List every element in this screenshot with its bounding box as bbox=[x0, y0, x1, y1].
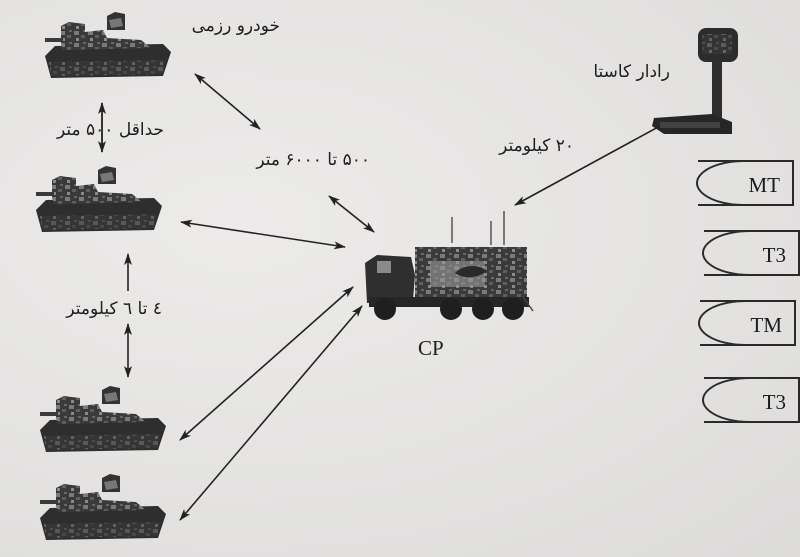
radar-cp-distance-label: ۲۰ کیلومتر bbox=[499, 136, 574, 156]
combat-vehicle-3-icon bbox=[40, 386, 166, 452]
command-post-truck-icon bbox=[365, 211, 534, 320]
arrow-cp-vehicle4 bbox=[179, 305, 363, 521]
arrow-range-label-cp bbox=[328, 195, 375, 233]
ammo-type-label: T3 bbox=[762, 390, 786, 414]
arrow-vehicle1-range-label bbox=[194, 73, 261, 130]
min-spacing-label: حداقل ۵۰۰ متر bbox=[57, 120, 164, 140]
vehicle-spacing-km-label: ٤ تا ٦ کیلومتر bbox=[66, 299, 162, 319]
combat-vehicle-4-icon bbox=[40, 474, 166, 540]
ammo-type-t3: T3 bbox=[702, 230, 800, 276]
ammo-type-label: T3 bbox=[762, 243, 786, 267]
vehicle-cp-range-label: ۵۰۰ تا ۶۰۰۰ متر bbox=[256, 150, 370, 170]
arrow-cp-vehicle3 bbox=[179, 286, 354, 441]
ammo-type-label: TM bbox=[750, 313, 783, 337]
kasta-radar-icon bbox=[652, 28, 738, 134]
command-post-label: CP bbox=[418, 336, 444, 360]
combat-vehicle-label: خودرو رزمی bbox=[191, 16, 280, 36]
ammo-type-mt: MT bbox=[696, 160, 794, 206]
arrow-radar-cp bbox=[514, 125, 661, 206]
ammo-type-t3-2: T3 bbox=[702, 377, 800, 423]
combat-vehicle-2-icon bbox=[36, 166, 162, 232]
arrow-vehicle2-cp bbox=[180, 219, 346, 250]
ammo-type-label: MT bbox=[748, 173, 781, 197]
ammo-type-tm: TM bbox=[698, 300, 796, 346]
radar-label: رادار کاستا bbox=[593, 62, 670, 82]
combat-vehicle-1-icon bbox=[45, 12, 171, 78]
